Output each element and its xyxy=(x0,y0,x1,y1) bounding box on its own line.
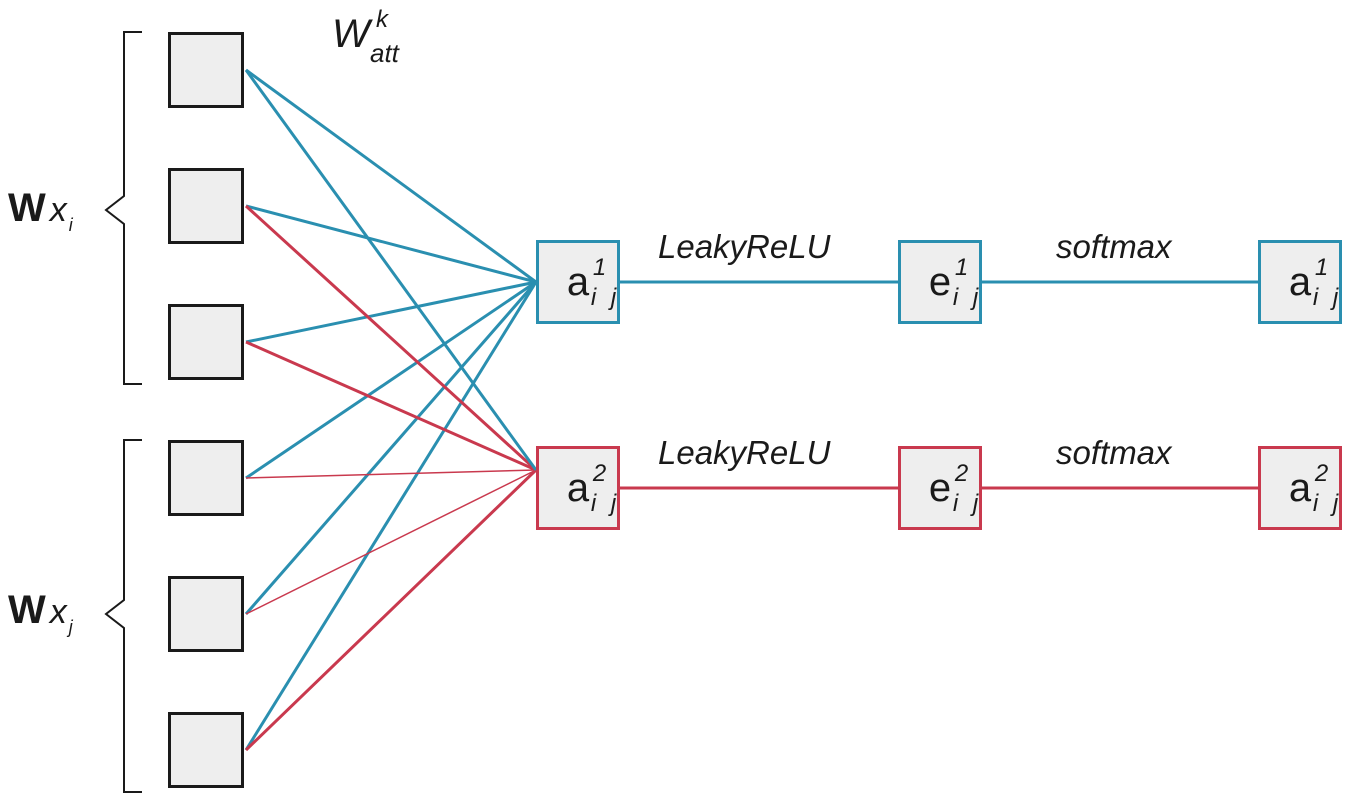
attention-link-head1 xyxy=(245,204,537,284)
logit-pair-index: i j xyxy=(952,490,983,517)
attention-link-head1 xyxy=(245,68,537,284)
weight-head-index: 2 xyxy=(1314,460,1329,487)
group-label-xj-var: x xyxy=(49,593,67,631)
group-label-xj-matrix: W xyxy=(8,588,46,632)
logit-pair-index: i j xyxy=(952,284,983,311)
attention-link-head1 xyxy=(245,280,537,480)
attention-link-head2 xyxy=(244,204,538,472)
weight-pair-index: i j xyxy=(1312,490,1343,517)
brace-xj xyxy=(104,439,142,793)
attention-link-head2 xyxy=(244,468,538,752)
score-pair-index: i j xyxy=(590,284,621,311)
brace-xi xyxy=(104,31,142,385)
weight-pair-index: i j xyxy=(1312,284,1343,311)
score-head-index: 1 xyxy=(592,254,607,281)
attention-link-head2 xyxy=(245,469,537,615)
attention-link-head1 xyxy=(245,280,537,344)
input-node-xj-3 xyxy=(168,712,244,788)
group-label-xi-sub: i xyxy=(68,215,73,235)
logit-head-index: 1 xyxy=(954,254,969,281)
weight-symbol: a xyxy=(1288,466,1312,510)
leakyrelu-label-head1: LeakyReLU xyxy=(658,228,831,265)
weight-label-sub: att xyxy=(370,38,399,68)
logit-symbol: e xyxy=(928,466,952,510)
attention-link-head1 xyxy=(244,281,538,615)
weight-head-index: 1 xyxy=(1314,254,1329,281)
attention-link-head1-cross xyxy=(244,69,538,471)
softmax-label-head2: softmax xyxy=(1056,434,1172,471)
group-label-xi-var: x xyxy=(49,191,67,229)
input-node-xi-2 xyxy=(168,168,244,244)
weight-symbol: a xyxy=(1288,260,1312,304)
group-label-xj-sub: j xyxy=(68,617,73,637)
input-node-xi-1 xyxy=(168,32,244,108)
softmax-label-head1: softmax xyxy=(1056,228,1172,265)
score-head-index: 2 xyxy=(592,460,607,487)
group-label-xi-matrix: W xyxy=(8,186,46,230)
logit-head-index: 2 xyxy=(954,460,969,487)
input-node-xj-2 xyxy=(168,576,244,652)
input-node-xi-3 xyxy=(168,304,244,380)
weight-label-base: W xyxy=(332,12,370,56)
input-node-xj-1 xyxy=(168,440,244,516)
attention-link-head2 xyxy=(245,340,537,472)
score-symbol: a xyxy=(566,260,590,304)
score-symbol: a xyxy=(566,466,590,510)
logit-symbol: e xyxy=(928,260,952,304)
leakyrelu-label-head2: LeakyReLU xyxy=(658,434,831,471)
attention-link-head1 xyxy=(244,281,538,751)
weight-label: W k att xyxy=(332,6,399,68)
score-pair-index: i j xyxy=(590,490,621,517)
weight-label-sup: k xyxy=(376,6,388,33)
attention-link-head2 xyxy=(245,469,537,479)
